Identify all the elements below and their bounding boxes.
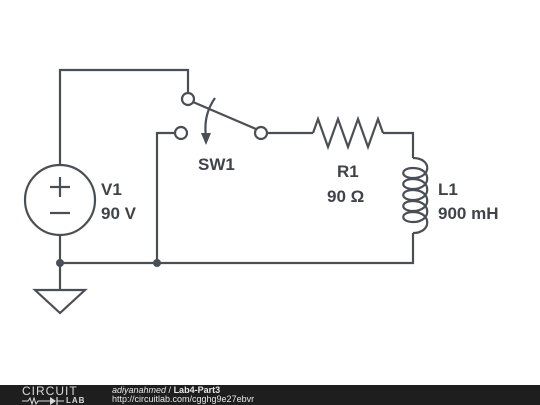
resistor-name-label: R1 xyxy=(337,162,359,181)
ground-symbol xyxy=(32,263,88,315)
circuitlab-logo[interactable]: CIRCUIT LAB xyxy=(22,385,102,405)
source-value-label: 90 V xyxy=(101,204,137,223)
wire-bottom-rail xyxy=(60,233,415,265)
resistor-value-label: 90 Ω xyxy=(327,187,364,206)
circuit-meta: adiyanahmed / Lab4-Part3 http://circuitl… xyxy=(112,386,254,404)
switch-sw1 xyxy=(173,91,269,145)
logo-circuit-icon xyxy=(22,396,64,405)
circuit-schematic: V1 90 V SW1 R1 90 Ω L1 900 mH xyxy=(23,68,498,315)
path-separator: / xyxy=(166,385,174,395)
source-name-label: V1 xyxy=(101,180,122,199)
author-link[interactable]: adiyanahmed xyxy=(112,385,167,395)
inductor-l1 xyxy=(402,156,429,235)
voltage-source-v1 xyxy=(23,163,97,237)
circuit-title[interactable]: Lab4-Part3 xyxy=(173,385,221,395)
logo-text-bottom: LAB xyxy=(66,396,86,405)
inductor-value-label: 900 mH xyxy=(438,204,498,223)
switch-name-label: SW1 xyxy=(198,155,235,174)
wire-resistor-to-inductor xyxy=(383,131,415,158)
logo-text-top: CIRCUIT xyxy=(22,384,78,398)
junction-dot xyxy=(153,259,161,267)
wire-switch-to-ground xyxy=(155,131,175,263)
wire-source-to-switch xyxy=(58,68,190,165)
resistor-r1 xyxy=(311,115,385,151)
footer-bar: CIRCUIT LAB adiyanahmed / Lab4-Part3 htt… xyxy=(0,385,540,405)
inductor-name-label: L1 xyxy=(438,180,458,199)
circuit-url[interactable]: http://circuitlab.com/cgghg9e27ebvr xyxy=(112,394,255,404)
